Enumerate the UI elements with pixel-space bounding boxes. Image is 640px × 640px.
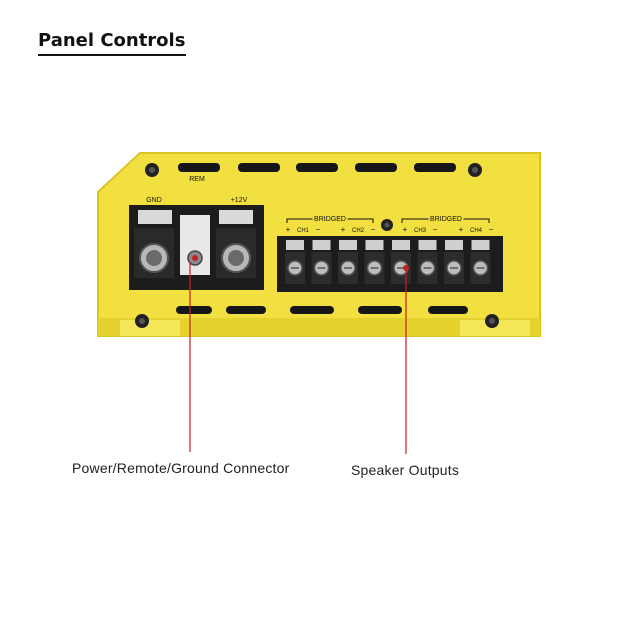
bridged-right-label: BRIDGED — [430, 216, 462, 223]
ch3-plus-label: + — [403, 225, 408, 234]
ch1-label: CH1 — [297, 228, 310, 234]
ch2-label: CH2 — [352, 228, 365, 234]
ch3-label: CH3 — [414, 228, 427, 234]
heading-underline — [38, 54, 186, 56]
speaker-terminal-post — [338, 240, 358, 284]
speaker-terminal-post — [285, 240, 305, 284]
speaker-terminal-post — [417, 240, 438, 284]
screw-icon — [135, 163, 499, 328]
bridged-left-label: BRIDGED — [314, 216, 346, 223]
gnd-label: GND — [146, 197, 162, 204]
top-vent-slots — [178, 163, 456, 172]
ch4-label: CH4 — [470, 228, 483, 234]
speaker-terminal-post — [311, 240, 332, 284]
power-terminal-block — [129, 205, 264, 290]
ch3-minus-label: − — [433, 225, 438, 234]
ch4-plus-label: + — [459, 225, 464, 234]
speaker-terminal-post — [364, 240, 385, 284]
speaker-callout-dot — [403, 265, 409, 271]
bridged-brackets — [286, 218, 490, 223]
callout-lines — [189, 262, 407, 454]
plus-12v-label: +12V — [231, 197, 248, 204]
ch2-plus-label: + — [341, 225, 346, 234]
ch2-minus-label: − — [371, 225, 376, 234]
bottom-vent-slots — [176, 306, 468, 314]
rem-label: REM — [189, 176, 205, 183]
speaker-terminal-post — [391, 240, 411, 284]
speaker-terminal-post — [470, 240, 491, 284]
power-remote-ground-callout: Power/Remote/Ground Connector — [72, 460, 290, 476]
speaker-terminal-block — [277, 236, 503, 292]
page-heading: Panel Controls — [38, 30, 186, 51]
speaker-outputs-callout: Speaker Outputs — [351, 462, 460, 478]
channel-labels: + CH1 − + CH2 − + CH3 − + CH4 − — [286, 225, 494, 234]
ch1-plus-label: + — [286, 225, 291, 234]
speaker-terminal-post — [444, 240, 464, 284]
ch4-minus-label: − — [489, 225, 494, 234]
ch1-minus-label: − — [316, 225, 321, 234]
